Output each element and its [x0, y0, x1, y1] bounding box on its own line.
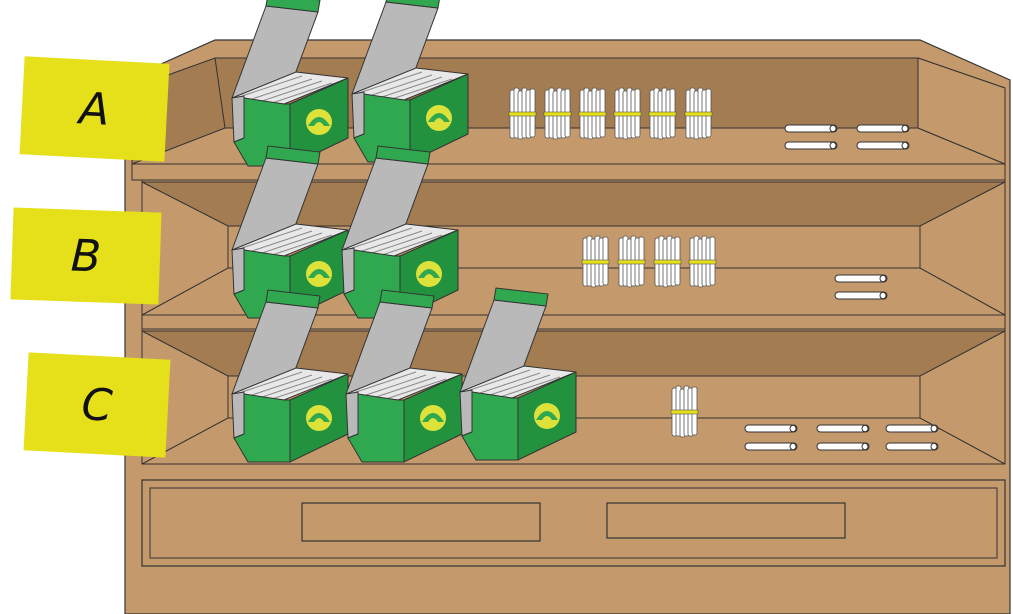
drawer-panel: [142, 480, 1005, 566]
drawer-left[interactable]: [302, 503, 540, 541]
shelf-label-c: C: [24, 352, 171, 457]
shelf-label-a: A: [20, 56, 170, 161]
shelf-label-b: B: [10, 207, 161, 304]
drawer-right[interactable]: [607, 503, 845, 538]
shelf-c-bundles: [671, 386, 698, 437]
shelf-c-crates: [232, 288, 576, 462]
